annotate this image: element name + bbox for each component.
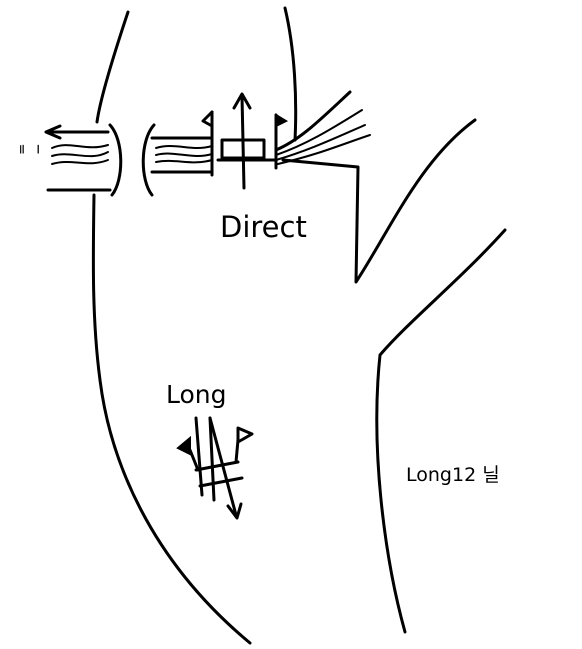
- direct-crossing: [152, 92, 370, 175]
- direct-label: Direct: [220, 213, 307, 242]
- corridor-left-wall: [97, 12, 128, 122]
- flag-icon: [178, 438, 190, 454]
- down-arrow-icon: [210, 418, 241, 518]
- long-label: Long: [166, 382, 227, 407]
- long-crossing: [190, 418, 242, 500]
- flag-icon: [276, 115, 286, 126]
- side-mark-label: ᅵᅵᅵ: [10, 146, 41, 163]
- left-crossing: [46, 125, 154, 195]
- corridor-right-wall-lower: [377, 230, 505, 632]
- flag-icon: [203, 112, 212, 126]
- long-road-label: Long12 닐: [406, 466, 500, 485]
- flag-icon: [238, 428, 252, 442]
- corridor-right-step: [283, 120, 475, 282]
- corridor-left-wall-lower: [93, 195, 250, 643]
